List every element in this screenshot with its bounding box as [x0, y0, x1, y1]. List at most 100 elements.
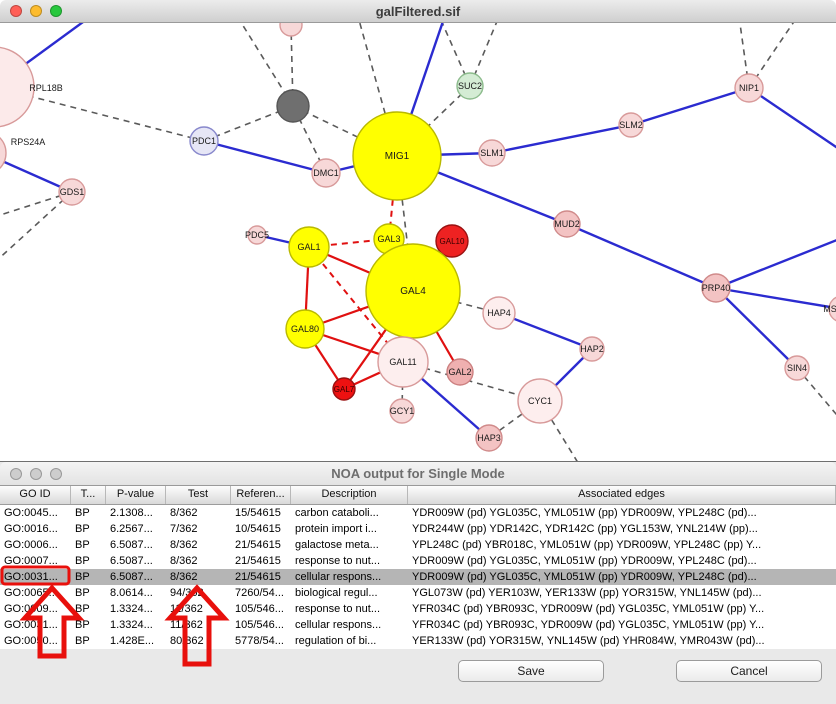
network-canvas[interactable]: RPL18BRPS24AGDS1PDC1DMC1MIG1SUC2SLM1SLM2…	[0, 23, 836, 461]
table-cell: 6.5087...	[110, 539, 153, 551]
network-edge-reg	[0, 158, 73, 194]
zoom-button[interactable]	[50, 5, 62, 17]
node-gcy1[interactable]	[389, 398, 415, 424]
table-cell: 7260/54...	[235, 587, 284, 599]
node-cyc1[interactable]	[517, 378, 563, 424]
table-cell: 8/362	[170, 571, 198, 583]
node-rpl18b[interactable]	[0, 46, 35, 128]
node-sin4[interactable]	[784, 355, 810, 381]
network-edge-reg	[491, 123, 632, 155]
zoom-button[interactable]	[50, 467, 62, 480]
node-rps24a[interactable]	[0, 131, 7, 175]
node-gal10[interactable]	[435, 224, 469, 258]
node-gal7[interactable]	[332, 377, 356, 401]
save-button[interactable]: Save	[458, 660, 604, 682]
node-nip1[interactable]	[734, 73, 764, 103]
column-header[interactable]: Associated edges	[408, 486, 836, 504]
column-header[interactable]: Description	[291, 486, 408, 504]
node-mud2[interactable]	[553, 210, 581, 238]
table-cell: 21/54615	[235, 571, 281, 583]
node-gal4[interactable]	[365, 243, 461, 339]
table-cell: cellular respons...	[295, 619, 382, 631]
column-header[interactable]: T...	[71, 486, 106, 504]
close-button[interactable]	[10, 5, 22, 17]
node-label: RPS24A	[11, 137, 46, 147]
dialog-footer: Save Cancel	[0, 648, 836, 704]
column-header[interactable]: Test	[166, 486, 231, 504]
node-hap4[interactable]	[482, 296, 516, 330]
network-edge-pp	[396, 85, 471, 157]
cancel-button[interactable]: Cancel	[676, 660, 822, 682]
node-hap2[interactable]	[579, 336, 605, 362]
node-hap3[interactable]	[475, 424, 503, 452]
network-edge-pp	[748, 23, 794, 89]
node-mig1[interactable]	[352, 111, 442, 201]
node-topnode[interactable]	[279, 23, 303, 37]
node-prp40[interactable]	[701, 273, 731, 303]
node-label: MSB	[823, 304, 836, 314]
minimize-button[interactable]	[30, 5, 42, 17]
node-label: GDS1	[60, 187, 85, 197]
node-label: GAL11	[389, 357, 416, 367]
node-label: HAP2	[580, 344, 604, 354]
table-cell: YGL073W (pd) YER103W, YER133W (pp) YOR31…	[412, 587, 762, 599]
node-slm1[interactable]	[478, 139, 506, 167]
node-label: GAL3	[377, 234, 400, 244]
table-cell: YDR009W (pd) YGL035C, YML051W (pp) YDR00…	[412, 507, 757, 519]
table-cell: 2.1308...	[110, 507, 153, 519]
table-cell: 94/362	[170, 587, 204, 599]
table-cell: GO:0031...	[4, 571, 58, 583]
close-button[interactable]	[10, 467, 22, 480]
node-slm2[interactable]	[618, 112, 644, 138]
node-label: GAL4	[400, 286, 426, 297]
node-label: MIG1	[385, 151, 410, 162]
table-cell: GO:0045...	[4, 507, 58, 519]
minimize-button[interactable]	[30, 467, 42, 480]
node-gal1[interactable]	[288, 226, 330, 268]
table-cell: YFR034C (pd) YBR093C, YDR009W (pd) YGL03…	[412, 603, 765, 615]
node-label: CYC1	[528, 396, 552, 406]
noa-window-titlebar[interactable]: NOA output for Single Mode	[0, 462, 836, 486]
table-cell: 1.428E...	[110, 635, 155, 647]
column-header[interactable]: GO ID	[0, 486, 71, 504]
node-label: GAL10	[440, 237, 465, 246]
table-cell: 105/546...	[235, 619, 284, 631]
node-dmc1[interactable]	[311, 158, 341, 188]
node-gray1[interactable]	[276, 89, 310, 123]
node-suc2[interactable]	[456, 72, 484, 100]
table-cell: GO:0016...	[4, 523, 58, 535]
column-header[interactable]: Referen...	[231, 486, 291, 504]
table-cell: 6.2567...	[110, 523, 153, 535]
table-cell: BP	[75, 571, 90, 583]
network-edge-reg	[203, 139, 327, 175]
node-gal2[interactable]	[446, 358, 474, 386]
table-cell: 8/362	[170, 507, 198, 519]
column-header[interactable]: P-value	[106, 486, 166, 504]
network-edge-pp	[0, 191, 73, 259]
table-cell: BP	[75, 587, 90, 599]
node-gal80[interactable]	[285, 309, 325, 349]
network-window-titlebar[interactable]: galFiltered.sif	[0, 0, 836, 23]
table-cell: GO:0050...	[4, 635, 58, 647]
node-pdc5[interactable]	[247, 225, 267, 245]
table-cell: YDR009W (pd) YGL035C, YML051W (pp) YDR00…	[412, 555, 757, 567]
network-edge-reg	[630, 86, 750, 127]
table-cell: 1.3324...	[110, 603, 153, 615]
node-msb[interactable]	[828, 296, 836, 322]
table-cell: GO:0009...	[4, 603, 58, 615]
node-gds1[interactable]	[58, 178, 86, 206]
table-cell: BP	[75, 523, 90, 535]
node-gal11[interactable]	[377, 336, 429, 388]
node-pdc1[interactable]	[189, 126, 219, 156]
